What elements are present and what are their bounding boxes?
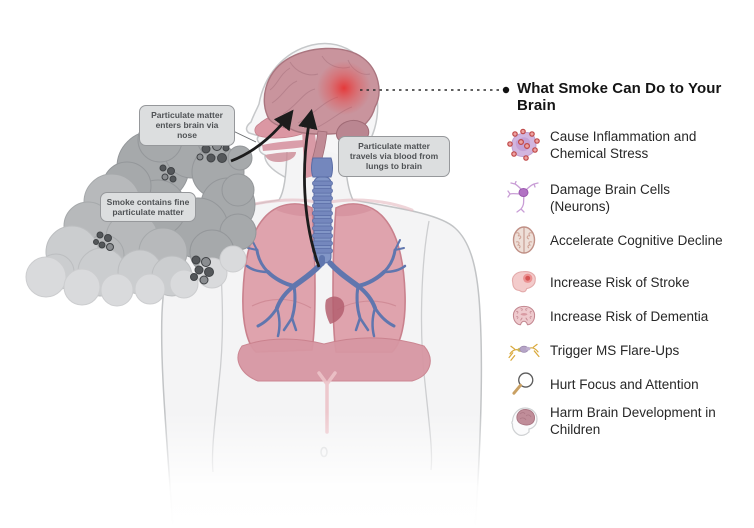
pathway-arrows xyxy=(230,108,321,268)
effect-item-stroke: Increase Risk of Stroke xyxy=(507,268,754,296)
effect-item-focus: Hurt Focus and Attention xyxy=(507,370,754,398)
effect-item-neurons: Damage Brain Cells (Neurons) xyxy=(507,181,754,215)
effect-item-cognitive: Accelerate Cognitive Decline xyxy=(507,223,754,257)
brain-cross-section-icon xyxy=(512,305,536,326)
demyelinated-neuron-icon xyxy=(508,343,540,361)
effect-item-inflammation: Cause Inflammation and Chemical Stress xyxy=(507,128,754,162)
magnifying-glass-icon xyxy=(512,372,534,395)
effect-label: Cause Inflammation and Chemical Stress xyxy=(550,129,697,161)
lungs-to-brain-arrow xyxy=(298,108,321,268)
callout-smoke: Smoke contains fine particulate matter xyxy=(100,192,196,223)
callout-nose: Particulate matter enters brain via nose xyxy=(139,105,235,146)
brain-top-view-icon xyxy=(512,226,536,254)
heart xyxy=(325,296,345,324)
brain xyxy=(263,47,380,163)
callout-blood: Particulate matter travels via blood fro… xyxy=(338,136,450,177)
trachea xyxy=(311,157,333,264)
neuron-icon xyxy=(507,181,539,213)
effect-item-dementia: Increase Risk of Dementia xyxy=(507,302,754,330)
effect-item-ms: Trigger MS Flare-Ups xyxy=(507,336,754,364)
effect-label: Damage Brain Cells (Neurons) xyxy=(550,182,671,214)
effect-label: Increase Risk of Stroke xyxy=(550,274,690,290)
nose-to-brain-arrow xyxy=(230,109,294,163)
bottom-fade xyxy=(95,412,535,528)
effect-item-children: Harm Brain Development in Children xyxy=(507,404,754,438)
dotted-leader xyxy=(360,86,510,94)
effect-label: Increase Risk of Dementia xyxy=(550,308,709,324)
child-head-brain-icon xyxy=(511,407,538,436)
effects-panel: What Smoke Can Do to Your Brain Cause In… xyxy=(500,80,754,444)
brain-stroke-icon xyxy=(511,271,536,293)
nose-connector-line xyxy=(230,129,257,143)
bronchial-tree xyxy=(245,239,407,338)
inflamed-cell-icon xyxy=(507,128,540,161)
effect-label: Harm Brain Development in Children xyxy=(550,405,716,437)
effect-label: Accelerate Cognitive Decline xyxy=(550,232,723,248)
stroke-glow xyxy=(317,61,371,115)
particulate-dots xyxy=(93,141,230,285)
effect-label: Trigger MS Flare-Ups xyxy=(550,342,680,358)
diaphragm xyxy=(237,337,431,382)
lungs xyxy=(242,203,406,353)
page-title: What Smoke Can Do to Your Brain xyxy=(517,80,722,114)
effect-label: Hurt Focus and Attention xyxy=(550,376,699,392)
